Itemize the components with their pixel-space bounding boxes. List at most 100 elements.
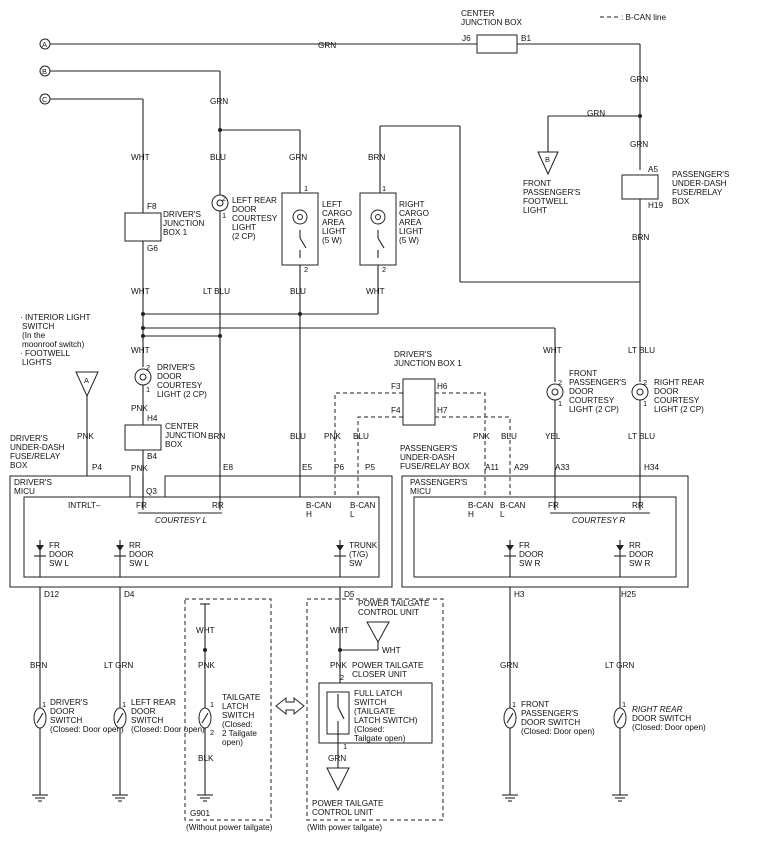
full-latch-switch: 2 1 FULL LATCH SWITCH (TAILGATE LATCH SW… [326,673,418,751]
svg-text:2: 2 [210,728,214,737]
svg-text:DOOR: DOOR [50,707,75,716]
svg-text:LEFT REAR: LEFT REAR [232,196,277,205]
svg-text:1: 1 [558,399,562,408]
svg-text:PNK: PNK [330,661,347,670]
svg-text:POWER TAILGATE: POWER TAILGATE [312,799,384,808]
svg-text:(Closed:: (Closed: [354,725,385,734]
svg-text:DOOR SWITCH: DOOR SWITCH [521,718,580,727]
legend-bcan: : B-CAN line [621,13,666,22]
svg-text:BLK: BLK [198,754,214,763]
svg-text:LEFT REAR: LEFT REAR [131,698,176,707]
svg-text:(Closed:: (Closed: [222,720,253,729]
svg-text:PASSENGER'S: PASSENGER'S [569,378,627,387]
svg-text:PNK: PNK [77,432,94,441]
svg-text:P5: P5 [365,463,375,472]
svg-text:LIGHTS: LIGHTS [22,358,52,367]
svg-text:FUSE/RELAY BOX: FUSE/RELAY BOX [400,462,470,471]
ground-4 [612,794,628,802]
svg-text:(TAILGATE: (TAILGATE [354,707,396,716]
svg-text:SWITCH: SWITCH [50,716,82,725]
svg-text:DRIVER'S: DRIVER'S [394,350,432,359]
svg-text:LIGHT: LIGHT [523,206,547,215]
svg-text:WHT: WHT [131,287,150,296]
svg-text:GRN: GRN [210,97,228,106]
svg-text:DOOR: DOOR [157,372,182,381]
svg-text:1: 1 [42,700,46,709]
svg-text:COURTESY: COURTESY [157,381,203,390]
svg-text:1: 1 [122,700,126,709]
svg-text:DOOR: DOOR [49,550,74,559]
svg-text:MICU: MICU [410,487,431,496]
front-passengers-door-switch: 1 FRONT PASSENGER'S DOOR SWITCH (Closed:… [503,700,595,736]
fr-door-sw-r: FR DOOR SW R [504,540,544,577]
svg-text:H3: H3 [514,590,525,599]
svg-text:1: 1 [210,700,214,709]
svg-text:2: 2 [558,378,562,387]
svg-text:WHT: WHT [196,626,215,635]
svg-text:PNK: PNK [324,432,341,441]
svg-text:DOOR: DOOR [232,205,257,214]
svg-text:CARGO: CARGO [322,209,352,218]
svg-text:BLU: BLU [501,432,517,441]
svg-text:JUNCTION BOX: JUNCTION BOX [461,18,522,27]
svg-text:RR: RR [632,501,644,510]
svg-text:WHT: WHT [366,287,385,296]
svg-text:UNDER-DASH: UNDER-DASH [672,179,727,188]
svg-text:FR: FR [548,501,559,510]
svg-text:POWER TAILGATE: POWER TAILGATE [352,661,424,670]
svg-text:F4: F4 [391,406,401,415]
svg-text:GRN: GRN [289,153,307,162]
svg-text:PASSENGER'S: PASSENGER'S [400,444,458,453]
svg-text:LT BLU: LT BLU [628,432,655,441]
svg-text:CENTER: CENTER [165,422,199,431]
svg-text:L: L [500,510,505,519]
svg-text:(2 CP): (2 CP) [232,232,256,241]
svg-text:open): open) [222,738,243,747]
svg-text:LT BLU: LT BLU [628,346,655,355]
svg-text:Tailgate open): Tailgate open) [354,734,406,743]
svg-text:A: A [42,40,47,49]
svg-text:A11: A11 [485,463,499,472]
svg-text:moonroof switch): moonroof switch) [22,340,85,349]
svg-text:LIGHT (2 CP): LIGHT (2 CP) [654,405,704,414]
rr-door-sw-l: RR DOOR SW L [114,540,154,577]
svg-text:A: A [84,376,89,385]
svg-text:H34: H34 [644,463,659,472]
svg-text:DOOR: DOOR [629,550,654,559]
svg-text:BLU: BLU [353,432,369,441]
svg-text:A29: A29 [514,463,529,472]
svg-text:COURTESY: COURTESY [569,396,615,405]
ground-g901 [197,794,213,802]
passenger-under-dash-box-top [621,174,659,200]
svg-text:L: L [350,510,355,519]
svg-text:H25: H25 [621,590,636,599]
svg-text:BLU: BLU [210,153,226,162]
svg-text:B-CAN: B-CAN [350,501,376,510]
svg-text:1: 1 [622,700,626,709]
svg-text:LIGHT (2 CP): LIGHT (2 CP) [569,405,619,414]
trunk-sw: TRUNK (T/G) SW [334,540,378,577]
svg-text:H7: H7 [437,406,448,415]
rr-door-sw-r: RR DOOR SW R [614,540,654,577]
left-rear-door-switch: 1 LEFT REAR DOOR SWITCH (Closed: Door op… [113,698,205,734]
svg-text:COURTESY L: COURTESY L [155,516,207,525]
svg-text:BOX 1: BOX 1 [163,228,188,237]
svg-text:F8: F8 [147,202,157,211]
svg-text:H4: H4 [147,414,158,423]
svg-text:RR: RR [212,501,224,510]
svg-text:CONTROL UNIT: CONTROL UNIT [358,608,419,617]
svg-text:E8: E8 [223,463,233,472]
svg-text:PNK: PNK [473,432,490,441]
svg-text:BRN: BRN [30,661,47,670]
svg-text:COURTESY: COURTESY [232,214,278,223]
svg-text:PASSENGER'S: PASSENGER'S [410,478,468,487]
svg-text:LATCH: LATCH [222,702,248,711]
svg-text:GRN: GRN [500,661,518,670]
svg-text:B-CAN: B-CAN [468,501,494,510]
svg-text:(In the: (In the [22,331,46,340]
svg-text:FR: FR [519,541,530,550]
ground-3 [502,794,518,802]
drivers-junction-box-1-top [124,212,162,242]
